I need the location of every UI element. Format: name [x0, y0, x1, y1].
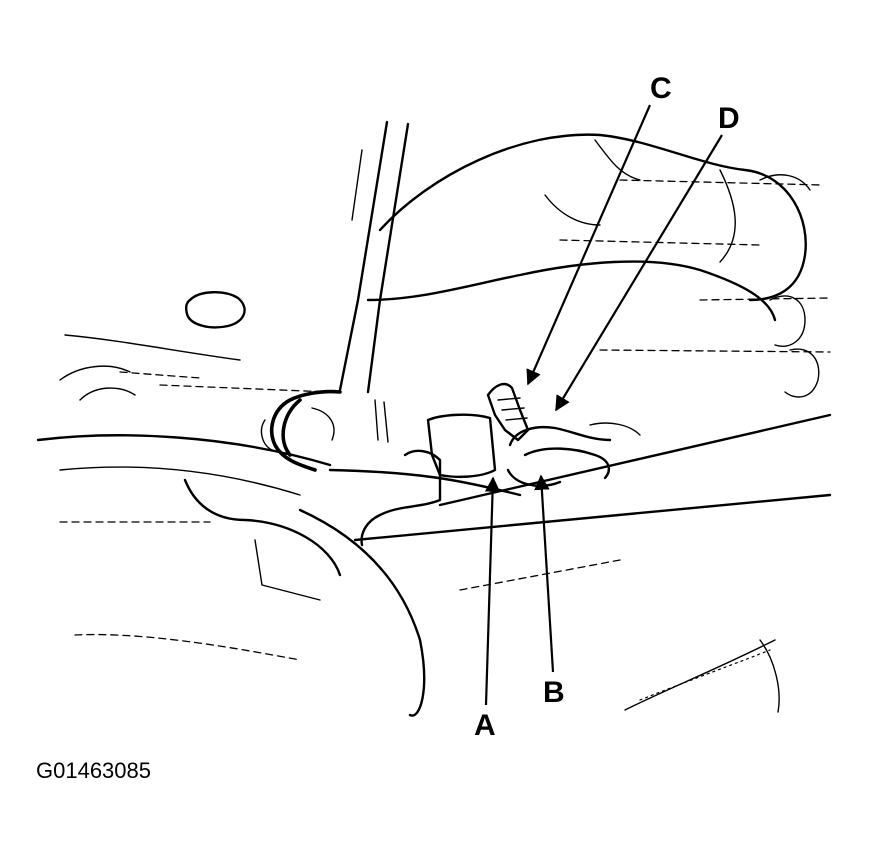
- wire-harness-detail: [260, 407, 335, 451]
- duct-rib: [719, 169, 736, 263]
- leader-a: [484, 476, 501, 706]
- wire-harness: [270, 389, 342, 472]
- leader-b: [534, 474, 555, 673]
- engine-rail: [36, 413, 832, 542]
- figure-id: G01463085: [36, 758, 151, 783]
- hose-clamp: [506, 426, 612, 487]
- grommet: [185, 291, 246, 329]
- lower-right-curve: [624, 639, 780, 713]
- right-coils: [759, 174, 820, 398]
- sensor-bracket: [360, 449, 442, 547]
- engine-rail-edge: [59, 466, 301, 496]
- sensor-stem: [374, 399, 389, 443]
- tube-b: [523, 447, 611, 480]
- vertical-hose: [338, 120, 410, 394]
- sensor-body: [426, 413, 497, 479]
- duct-hidden-1: [619, 179, 823, 186]
- line-art: [36, 120, 832, 717]
- vertical-hose-edge: [351, 149, 363, 221]
- leader-lines: [484, 104, 723, 706]
- callout-c: C: [650, 72, 672, 105]
- duct-fold-2: [594, 139, 641, 181]
- upper-intake-duct-lower: [366, 260, 777, 322]
- left-background: [59, 334, 241, 401]
- duct-fold-1: [544, 194, 601, 226]
- duct-hidden-2: [559, 239, 761, 246]
- left-hidden-2: [119, 371, 201, 379]
- lower-hidden-2: [74, 633, 301, 661]
- callout-a: A: [474, 709, 496, 742]
- callout-b: B: [543, 676, 565, 709]
- housing-notch: [254, 539, 321, 601]
- tube-b-end: [589, 422, 641, 436]
- bolt-thread: [497, 397, 528, 421]
- leader-c: [526, 104, 652, 386]
- left-hidden-1: [159, 384, 331, 393]
- lower-right-dotted: [639, 649, 771, 701]
- duct-hidden-3: [699, 297, 831, 301]
- lower-left-housing: [183, 478, 426, 717]
- right-hidden: [599, 349, 831, 353]
- upper-intake-duct: [378, 133, 807, 302]
- callout-d: D: [718, 102, 740, 135]
- leader-d: [555, 134, 723, 412]
- center-hidden: [459, 559, 621, 591]
